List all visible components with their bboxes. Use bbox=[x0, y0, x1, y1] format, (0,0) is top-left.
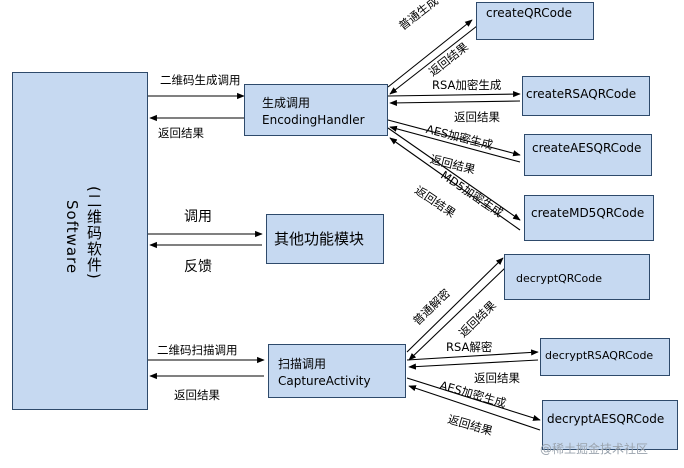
software-label: Software bbox=[63, 200, 81, 275]
normal-gen-arrow bbox=[387, 19, 473, 88]
encoding-handler-cn: 生成调用 bbox=[262, 96, 311, 110]
decrypt-qr-label: decryptQRCode bbox=[516, 272, 603, 285]
create-aes-label: createAESQRCode bbox=[532, 141, 642, 155]
aes-gen-arrow bbox=[387, 119, 521, 157]
decrypt-aes-box bbox=[542, 400, 678, 450]
create-rsa-box bbox=[522, 76, 650, 116]
aes-dec-return-arrow bbox=[408, 385, 541, 431]
create-rsa-label: createRSAQRCode bbox=[526, 87, 637, 101]
gen-return-label: 返回结果 bbox=[158, 126, 204, 140]
other-feedback-label: 反馈 bbox=[184, 259, 212, 275]
scan-call-label: 二维码扫描调用 bbox=[157, 343, 238, 357]
encoding-handler-box bbox=[244, 84, 388, 136]
md5-gen-return-arrow bbox=[389, 137, 521, 231]
normal-gen-return-arrow bbox=[389, 25, 478, 95]
scan-return-label: 返回结果 bbox=[174, 388, 220, 402]
rsa-dec-return-arrow bbox=[408, 359, 539, 370]
encoding-handler-en: EncodingHandler bbox=[262, 113, 365, 127]
aes-gen-return-arrow bbox=[389, 125, 521, 163]
software-box bbox=[12, 72, 148, 410]
create-qr-box bbox=[476, 2, 594, 40]
rsa-dec-arrow bbox=[406, 349, 539, 361]
aes-dec-arrow bbox=[406, 377, 541, 421]
create-md5-label: createMD5QRCode bbox=[531, 206, 645, 220]
normal-dec-arrow bbox=[406, 257, 504, 353]
software-cn-label: (二维码软件) bbox=[85, 186, 103, 280]
decrypt-qr-box bbox=[504, 254, 650, 300]
normal-dec-return-arrow bbox=[408, 267, 506, 361]
capture-activity-cn: 扫描调用 bbox=[278, 357, 327, 371]
create-qr-label: createQRCode bbox=[486, 6, 572, 20]
capture-activity-en: CaptureActivity bbox=[278, 374, 371, 388]
gen-call-label: 二维码生成调用 bbox=[160, 73, 241, 87]
rsa-gen-return-arrow bbox=[389, 99, 521, 106]
other-module-label: 其他功能模块 bbox=[274, 230, 365, 248]
decrypt-rsa-box bbox=[540, 338, 670, 376]
other-call-label: 调用 bbox=[184, 209, 212, 225]
md5-gen-arrow bbox=[387, 127, 521, 221]
watermark: @稀土掘金技术社区 bbox=[540, 442, 649, 456]
rsa-dec-label: RSA解密 bbox=[446, 340, 493, 354]
capture-activity-box bbox=[268, 344, 406, 398]
create-aes-box bbox=[524, 134, 652, 176]
rsa-dec-return-label: 返回结果 bbox=[474, 371, 520, 385]
create-md5-box bbox=[524, 195, 654, 241]
decrypt-rsa-label: decryptRSAQRCode bbox=[545, 349, 654, 362]
rsa-gen-return-label: 返回结果 bbox=[454, 110, 500, 124]
other-module-box bbox=[266, 214, 384, 264]
decrypt-aes-label: decryptAESQRCode bbox=[547, 412, 665, 426]
rsa-gen-arrow bbox=[387, 91, 521, 98]
rsa-gen-label: RSA加密生成 bbox=[432, 78, 502, 92]
